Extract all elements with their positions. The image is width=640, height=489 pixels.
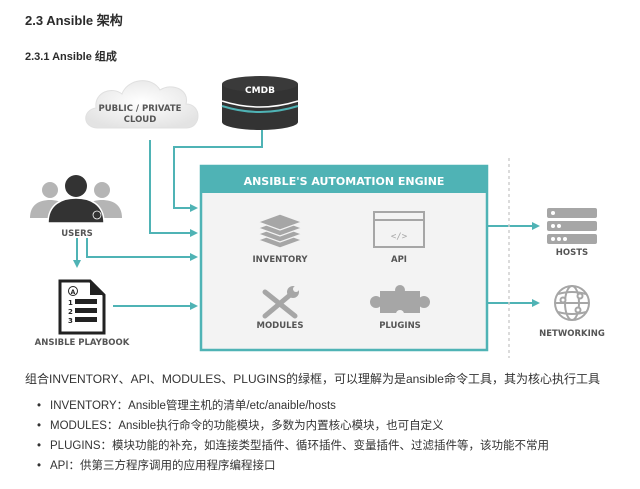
users-to-engine-arrow bbox=[86, 238, 198, 261]
list-item: • API：供第三方程序调用的应用程序编程接口 bbox=[30, 456, 549, 476]
tools-icon bbox=[262, 286, 299, 319]
globe-network-icon bbox=[554, 285, 590, 321]
inventory-stack-icon bbox=[256, 213, 304, 249]
ansible-architecture-diagram: PUBLIC / PRIVATE CLOUD CMDB USERS A bbox=[30, 76, 605, 358]
plugins-label: PLUGINS bbox=[379, 321, 421, 331]
list-item-text: INVENTORY：Ansible管理主机的清单/etc/anaible/hos… bbox=[50, 400, 336, 412]
description-paragraph: 组合INVENTORY、API、MODULES、PLUGINS的绿框，可以理解为… bbox=[25, 372, 600, 386]
users-icon bbox=[30, 175, 122, 224]
code-glyph-icon: </> bbox=[391, 232, 408, 242]
hosts-label: HOSTS bbox=[556, 248, 588, 258]
playbook-document-icon: A 1 2 3 bbox=[58, 279, 106, 335]
networking-label: NETWORKING bbox=[539, 329, 605, 339]
api-window-icon bbox=[373, 211, 425, 248]
cmdb-to-engine-arrow bbox=[173, 130, 263, 212]
automation-engine-box bbox=[199, 164, 489, 352]
ansible-badge: A bbox=[71, 289, 76, 296]
list-item-text: MODULES：Ansible执行命令的功能模块，多数为内置核心模块，也可自定义 bbox=[50, 420, 444, 432]
playbook-label: ANSIBLE PLAYBOOK bbox=[35, 338, 130, 348]
users-label: USERS bbox=[61, 229, 93, 239]
engine-title: ANSIBLE'S AUTOMATION ENGINE bbox=[244, 175, 445, 188]
modules-label: MODULES bbox=[257, 321, 304, 331]
list-item: • PLUGINS：模块功能的补充，如连接类型插件、循环插件、变量插件、过滤插件等… bbox=[30, 436, 549, 456]
cloud-label-line2: CLOUD bbox=[124, 115, 157, 125]
cmdb-label: CMDB bbox=[245, 86, 275, 96]
list-item: • MODULES：Ansible执行命令的功能模块，多数为内置核心模块，也可自定… bbox=[30, 416, 549, 436]
cloud-to-engine-arrow bbox=[149, 140, 198, 237]
inventory-label: INVENTORY bbox=[252, 255, 308, 265]
list-item-text: API：供第三方程序调用的应用程序编程接口 bbox=[50, 460, 276, 472]
section-heading: 2.3 Ansible 架构 bbox=[25, 13, 123, 28]
bullet-icon: • bbox=[37, 460, 42, 472]
cloud-icon bbox=[85, 80, 199, 129]
component-list: • INVENTORY：Ansible管理主机的清单/etc/anaible/ho… bbox=[30, 396, 549, 476]
list-item-text: PLUGINS：模块功能的补充，如连接类型插件、循环插件、变量插件、过滤插件等，… bbox=[50, 440, 549, 452]
api-label: API bbox=[391, 255, 407, 265]
playbook-number: 2 bbox=[68, 308, 73, 316]
server-rack-icon bbox=[547, 208, 597, 244]
puzzle-piece-icon bbox=[370, 285, 430, 318]
list-item: • INVENTORY：Ansible管理主机的清单/etc/anaible/ho… bbox=[30, 396, 549, 416]
bullet-icon: • bbox=[37, 400, 42, 412]
subsection-heading: 2.3.1 Ansible 组成 bbox=[25, 51, 117, 63]
database-icon bbox=[221, 76, 299, 130]
cloud-label-line1: PUBLIC / PRIVATE bbox=[99, 104, 182, 114]
bullet-icon: • bbox=[37, 440, 42, 452]
connector-lines bbox=[73, 130, 540, 310]
playbook-number: 3 bbox=[68, 317, 73, 325]
playbook-number: 1 bbox=[68, 299, 73, 307]
bullet-icon: • bbox=[37, 420, 42, 432]
